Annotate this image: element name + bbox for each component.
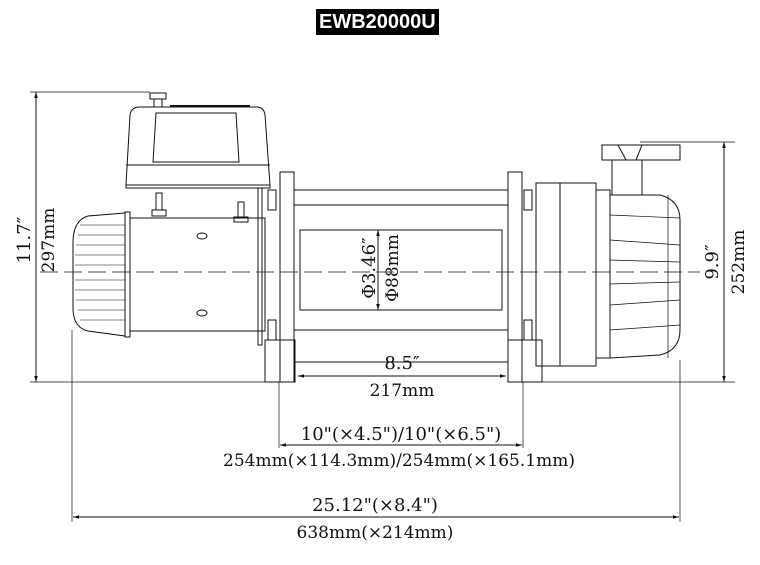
motor-end-cap: [72, 211, 131, 338]
motor-body: [129, 192, 266, 332]
overall-height-mm: 297mm: [39, 208, 59, 273]
gearbox: [535, 144, 681, 367]
overall-length-inch: 25.12"(×8.4"): [312, 495, 438, 516]
drum-length-mm: 217mm: [370, 381, 435, 401]
right-end-plate: [507, 171, 543, 383]
control-box: [125, 92, 271, 346]
drum-length-inch: 8.5″: [384, 353, 420, 374]
model-title: EWB20000U: [316, 9, 439, 35]
drum-diameter-inch: Φ3.46″: [359, 237, 380, 299]
dim-overall-length: [71, 330, 681, 522]
dim-mounting: [278, 382, 524, 448]
dim-drum-height: [540, 141, 735, 383]
drum-height-inch: 9.9″: [702, 244, 723, 280]
drum-diameter-mm: Φ88mm: [383, 234, 403, 302]
overall-length-mm: 638mm(×214mm): [297, 523, 454, 543]
mounting-mm: 254mm(×114.3mm)/254mm(×165.1mm): [223, 451, 575, 471]
left-end-plate: [264, 171, 296, 383]
mounting-inch: 10"(×4.5")/10"(×6.5"): [301, 424, 502, 445]
overall-height-inch: 11.7″: [14, 216, 35, 263]
drum-height-mm: 252mm: [729, 230, 749, 295]
